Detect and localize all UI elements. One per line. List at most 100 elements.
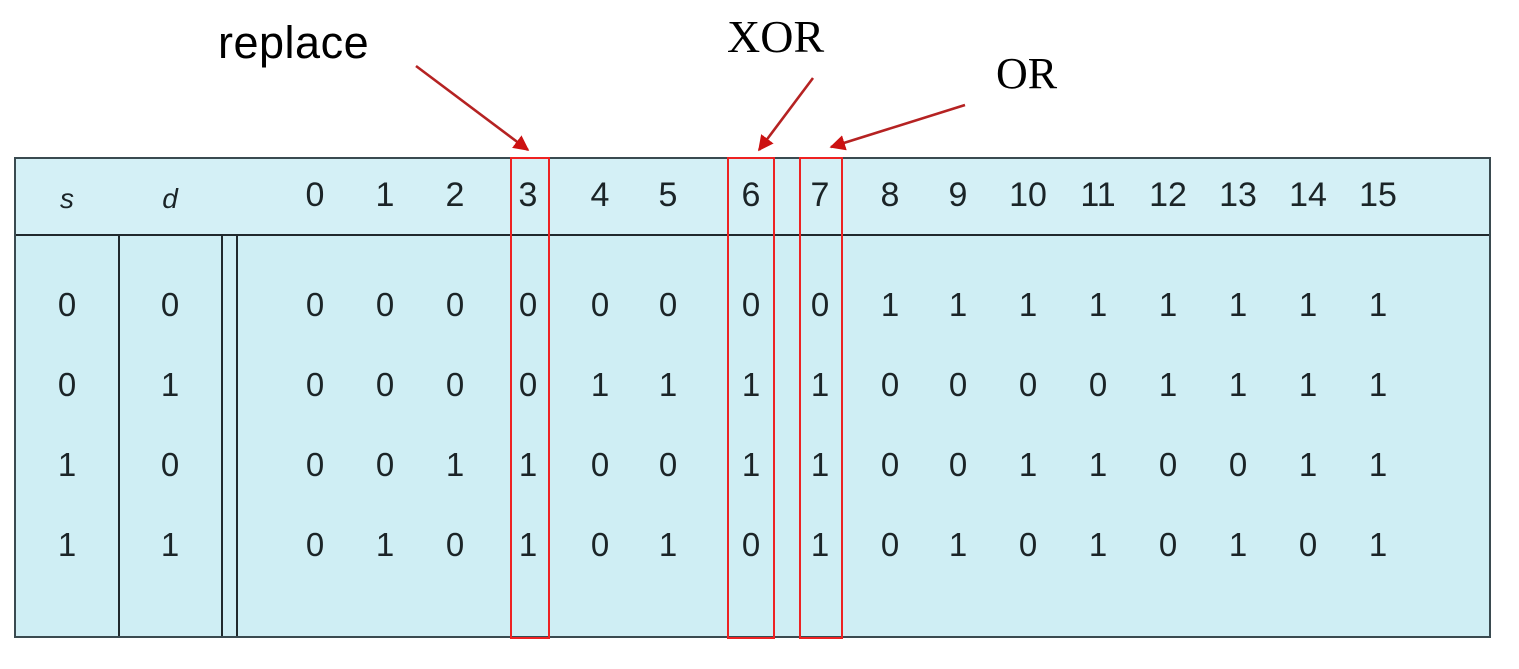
row-0-col-6: 0 bbox=[741, 286, 761, 323]
row-2-col-1: 0 bbox=[375, 446, 395, 483]
row-0-col-0: 0 bbox=[305, 286, 325, 323]
row-2-col-4: 0 bbox=[590, 446, 610, 483]
row-3-col-1: 1 bbox=[375, 526, 395, 563]
row-2-col-0: 0 bbox=[305, 446, 325, 483]
row-0-col-8: 1 bbox=[880, 286, 900, 323]
row-3-col-15: 1 bbox=[1368, 526, 1388, 563]
row-0-col-15: 1 bbox=[1368, 286, 1388, 323]
row-3-col-3: 1 bbox=[518, 526, 538, 563]
row-2-col-10: 1 bbox=[1018, 446, 1038, 483]
row-3-col-11: 1 bbox=[1088, 526, 1108, 563]
header-cell-3: 3 bbox=[518, 176, 538, 214]
row-1-s: 0 bbox=[57, 366, 77, 403]
row-0-col-4: 0 bbox=[590, 286, 610, 323]
header-cell-13: 13 bbox=[1219, 176, 1257, 214]
row-0-col-7: 0 bbox=[810, 286, 830, 323]
row-1-col-3: 0 bbox=[518, 366, 538, 403]
row-2-col-13: 0 bbox=[1228, 446, 1248, 483]
row-0-col-14: 1 bbox=[1298, 286, 1318, 323]
row-0-col-13: 1 bbox=[1228, 286, 1248, 323]
row-2-col-3: 1 bbox=[518, 446, 538, 483]
row-1-col-5: 1 bbox=[658, 366, 678, 403]
row-2-col-8: 0 bbox=[880, 446, 900, 483]
annotation-label-xor: XOR bbox=[727, 11, 825, 62]
arrow-replace bbox=[415, 64, 530, 152]
row-1-col-4: 1 bbox=[590, 366, 610, 403]
table-body: 0 0 0 0 0 0 0 0 0 0 1 1 1 1 1 1 1 1 0 1 0 0 0 0 1 1 1 1 0 0 0 0 1 1 1 1 1 0 0 0… bbox=[16, 236, 1489, 636]
header-cell-d: d bbox=[162, 183, 178, 214]
row-3-col-4: 0 bbox=[590, 526, 610, 563]
row-1-col-15: 1 bbox=[1368, 366, 1388, 403]
row-0-col-2: 0 bbox=[445, 286, 465, 323]
row-0-col-5: 0 bbox=[658, 286, 678, 323]
row-3-s: 1 bbox=[57, 526, 77, 563]
header-cell-12: 12 bbox=[1149, 176, 1187, 214]
row-1-col-0: 0 bbox=[305, 366, 325, 403]
row-0-col-12: 1 bbox=[1158, 286, 1178, 323]
row-3-col-5: 1 bbox=[658, 526, 678, 563]
column-separator-1 bbox=[221, 236, 223, 636]
row-2-col-6: 1 bbox=[741, 446, 761, 483]
row-1-col-9: 0 bbox=[948, 366, 968, 403]
header-cell-9: 9 bbox=[948, 176, 968, 214]
header-cell-10: 10 bbox=[1009, 176, 1047, 214]
row-0-s: 0 bbox=[57, 286, 77, 323]
row-1-col-7: 1 bbox=[810, 366, 830, 403]
row-1-col-1: 0 bbox=[375, 366, 395, 403]
row-1-col-6: 1 bbox=[741, 366, 761, 403]
highlight-box-col-3 bbox=[510, 157, 550, 639]
column-separator-0 bbox=[118, 236, 120, 636]
row-2-col-5: 0 bbox=[658, 446, 678, 483]
row-0-col-11: 1 bbox=[1088, 286, 1108, 323]
row-3-col-6: 0 bbox=[741, 526, 761, 563]
row-1-col-2: 0 bbox=[445, 366, 465, 403]
row-2-col-2: 1 bbox=[445, 446, 465, 483]
annotation-label-replace: replace bbox=[218, 17, 370, 68]
row-2-col-7: 1 bbox=[810, 446, 830, 483]
row-3-col-2: 0 bbox=[445, 526, 465, 563]
header-cell-15: 15 bbox=[1359, 176, 1397, 214]
annotation-label-or: OR bbox=[996, 49, 1058, 98]
row-3-col-8: 0 bbox=[880, 526, 900, 563]
header-cell-11: 11 bbox=[1080, 176, 1116, 214]
row-2-col-14: 1 bbox=[1298, 446, 1318, 483]
header-cell-s: s bbox=[60, 183, 74, 214]
header-cell-8: 8 bbox=[880, 176, 900, 214]
row-1-col-14: 1 bbox=[1298, 366, 1318, 403]
row-2-d: 0 bbox=[160, 446, 180, 483]
row-0-d: 0 bbox=[160, 286, 180, 323]
header-cell-5: 5 bbox=[658, 176, 678, 214]
row-0-col-3: 0 bbox=[518, 286, 538, 323]
header-cell-2: 2 bbox=[445, 176, 465, 214]
row-2-col-11: 1 bbox=[1088, 446, 1108, 483]
column-separator-2 bbox=[236, 236, 238, 636]
row-3-col-9: 1 bbox=[948, 526, 968, 563]
header-cell-6: 6 bbox=[741, 176, 761, 214]
row-1-col-8: 0 bbox=[880, 366, 900, 403]
highlight-box-col-7 bbox=[799, 157, 843, 639]
header-cell-1: 1 bbox=[375, 176, 395, 214]
row-0-col-9: 1 bbox=[948, 286, 968, 323]
row-2-col-9: 0 bbox=[948, 446, 968, 483]
header-cell-4: 4 bbox=[590, 176, 610, 214]
row-1-col-13: 1 bbox=[1228, 366, 1248, 403]
header-cell-14: 14 bbox=[1289, 176, 1327, 214]
row-2-s: 1 bbox=[57, 446, 77, 483]
arrow-or bbox=[829, 103, 966, 151]
row-3-col-10: 0 bbox=[1018, 526, 1038, 563]
row-1-col-12: 1 bbox=[1158, 366, 1178, 403]
row-0-col-1: 0 bbox=[375, 286, 395, 323]
row-3-col-0: 0 bbox=[305, 526, 325, 563]
row-3-d: 1 bbox=[160, 526, 180, 563]
row-2-col-15: 1 bbox=[1368, 446, 1388, 483]
highlight-box-col-6 bbox=[727, 157, 775, 639]
header-cell-0: 0 bbox=[305, 176, 325, 214]
row-1-col-10: 0 bbox=[1018, 366, 1038, 403]
header-cell-7: 7 bbox=[810, 176, 830, 214]
row-0-col-10: 1 bbox=[1018, 286, 1038, 323]
arrow-xor bbox=[757, 77, 815, 152]
row-3-col-12: 0 bbox=[1158, 526, 1178, 563]
